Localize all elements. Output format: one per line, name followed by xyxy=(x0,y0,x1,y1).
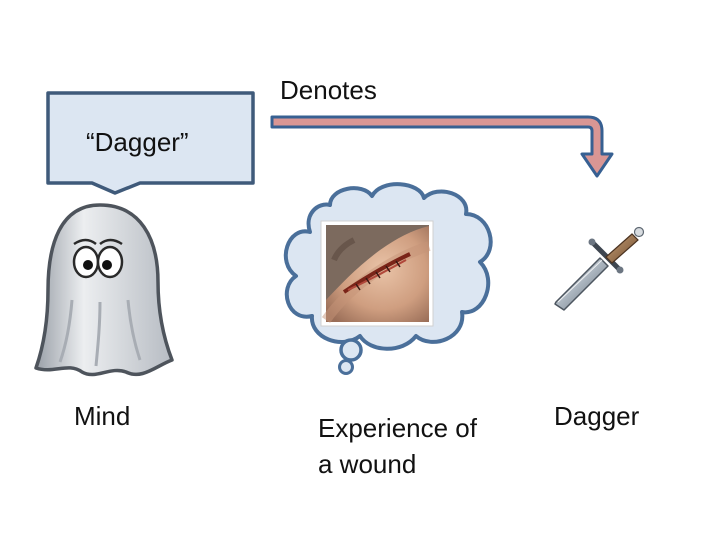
ghost-icon xyxy=(34,203,174,377)
mind-label: Mind xyxy=(74,401,131,431)
denotes-arrow xyxy=(270,115,614,178)
wound-photo xyxy=(320,220,434,327)
denotes-label: Denotes xyxy=(280,75,377,105)
experience-label: Experience of a wound xyxy=(318,413,477,479)
speech-bubble-text: “Dagger” xyxy=(86,127,189,157)
dagger-icon xyxy=(554,226,645,311)
dagger-label: Dagger xyxy=(554,401,640,431)
speech-bubble xyxy=(46,91,255,195)
